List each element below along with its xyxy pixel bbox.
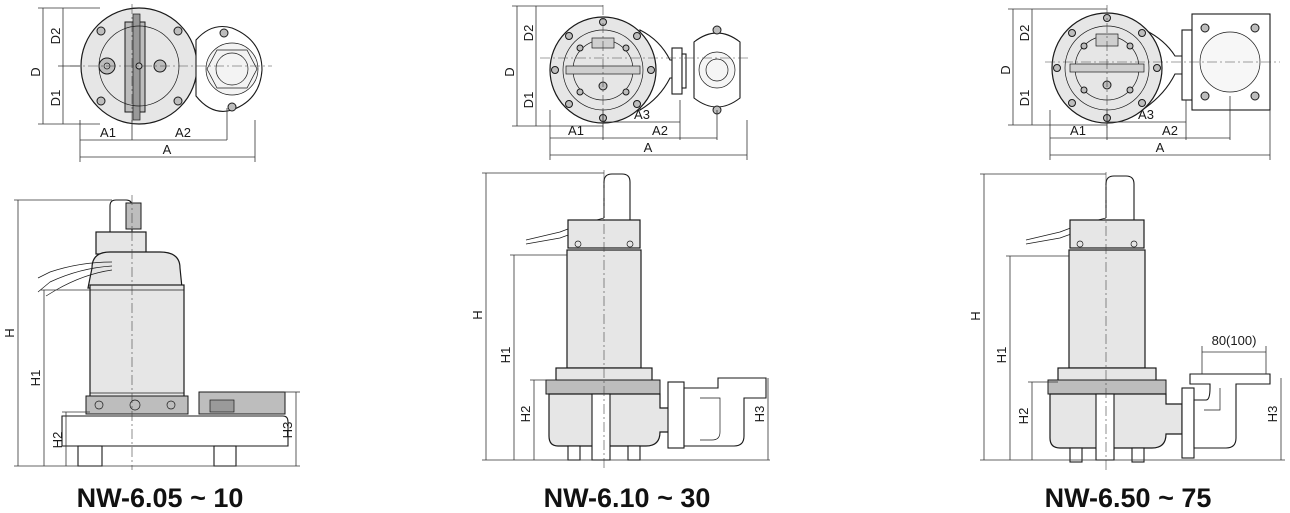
model-1-caption: NW-6.05 ~ 10 bbox=[77, 483, 244, 513]
model-3-label-H2: H2 bbox=[1016, 408, 1031, 425]
model-3-plan-view bbox=[1008, 5, 1280, 160]
model-3-drawing: D D2 D1 A3 A1 A2 A bbox=[968, 5, 1285, 513]
model-1-label-D1: D1 bbox=[48, 90, 63, 107]
model-2-drawing: D D2 D1 A3 A1 A2 A bbox=[470, 5, 770, 513]
model-3-label-D1: D1 bbox=[1017, 90, 1032, 107]
model-2-label-D1: D1 bbox=[521, 92, 536, 109]
model-3-outlet-size-label: 80(100) bbox=[1212, 333, 1257, 348]
model-1-label-D2: D2 bbox=[48, 28, 63, 45]
model-2-side-view bbox=[482, 170, 770, 470]
model-2-label-D: D bbox=[502, 67, 517, 76]
model-2-label-A: A bbox=[644, 140, 653, 155]
model-3-label-A3: A3 bbox=[1138, 107, 1154, 122]
model-1-side-view bbox=[14, 195, 300, 470]
model-3-label-H: H bbox=[968, 311, 983, 320]
model-3-caption: NW-6.50 ~ 75 bbox=[1045, 483, 1212, 513]
model-2-label-A1: A1 bbox=[568, 123, 584, 138]
model-1-label-A2: A2 bbox=[175, 125, 191, 140]
model-2-label-A3: A3 bbox=[634, 107, 650, 122]
model-1-label-A1: A1 bbox=[100, 125, 116, 140]
model-2-label-A2: A2 bbox=[652, 123, 668, 138]
model-3-label-A1: A1 bbox=[1070, 123, 1086, 138]
model-2-caption: NW-6.10 ~ 30 bbox=[544, 483, 711, 513]
model-3-label-D2: D2 bbox=[1017, 25, 1032, 42]
model-1-plan-view bbox=[38, 4, 272, 162]
model-3-label-A2: A2 bbox=[1162, 123, 1178, 138]
model-1-label-H2: H2 bbox=[50, 432, 65, 449]
model-1-label-H: H bbox=[2, 328, 17, 337]
model-2-label-D2: D2 bbox=[521, 25, 536, 42]
model-1-label-H1: H1 bbox=[28, 370, 43, 387]
model-3-label-A: A bbox=[1156, 140, 1165, 155]
model-1-label-D: D bbox=[28, 67, 43, 76]
model-1-label-H3: H3 bbox=[280, 422, 295, 439]
model-3-label-D: D bbox=[998, 65, 1013, 74]
model-2-label-H2: H2 bbox=[518, 406, 533, 423]
model-1-drawing: D D2 D1 A1 A2 A bbox=[2, 4, 300, 513]
model-1-label-A: A bbox=[163, 142, 172, 157]
model-2-label-H1: H1 bbox=[498, 347, 513, 364]
model-2-label-H: H bbox=[470, 310, 485, 319]
model-3-label-H3: H3 bbox=[1265, 406, 1280, 423]
model-2-label-H3: H3 bbox=[752, 406, 767, 423]
model-3-label-H1: H1 bbox=[994, 347, 1009, 364]
model-2-plan-view bbox=[512, 5, 750, 160]
model-3-side-view bbox=[980, 172, 1285, 470]
